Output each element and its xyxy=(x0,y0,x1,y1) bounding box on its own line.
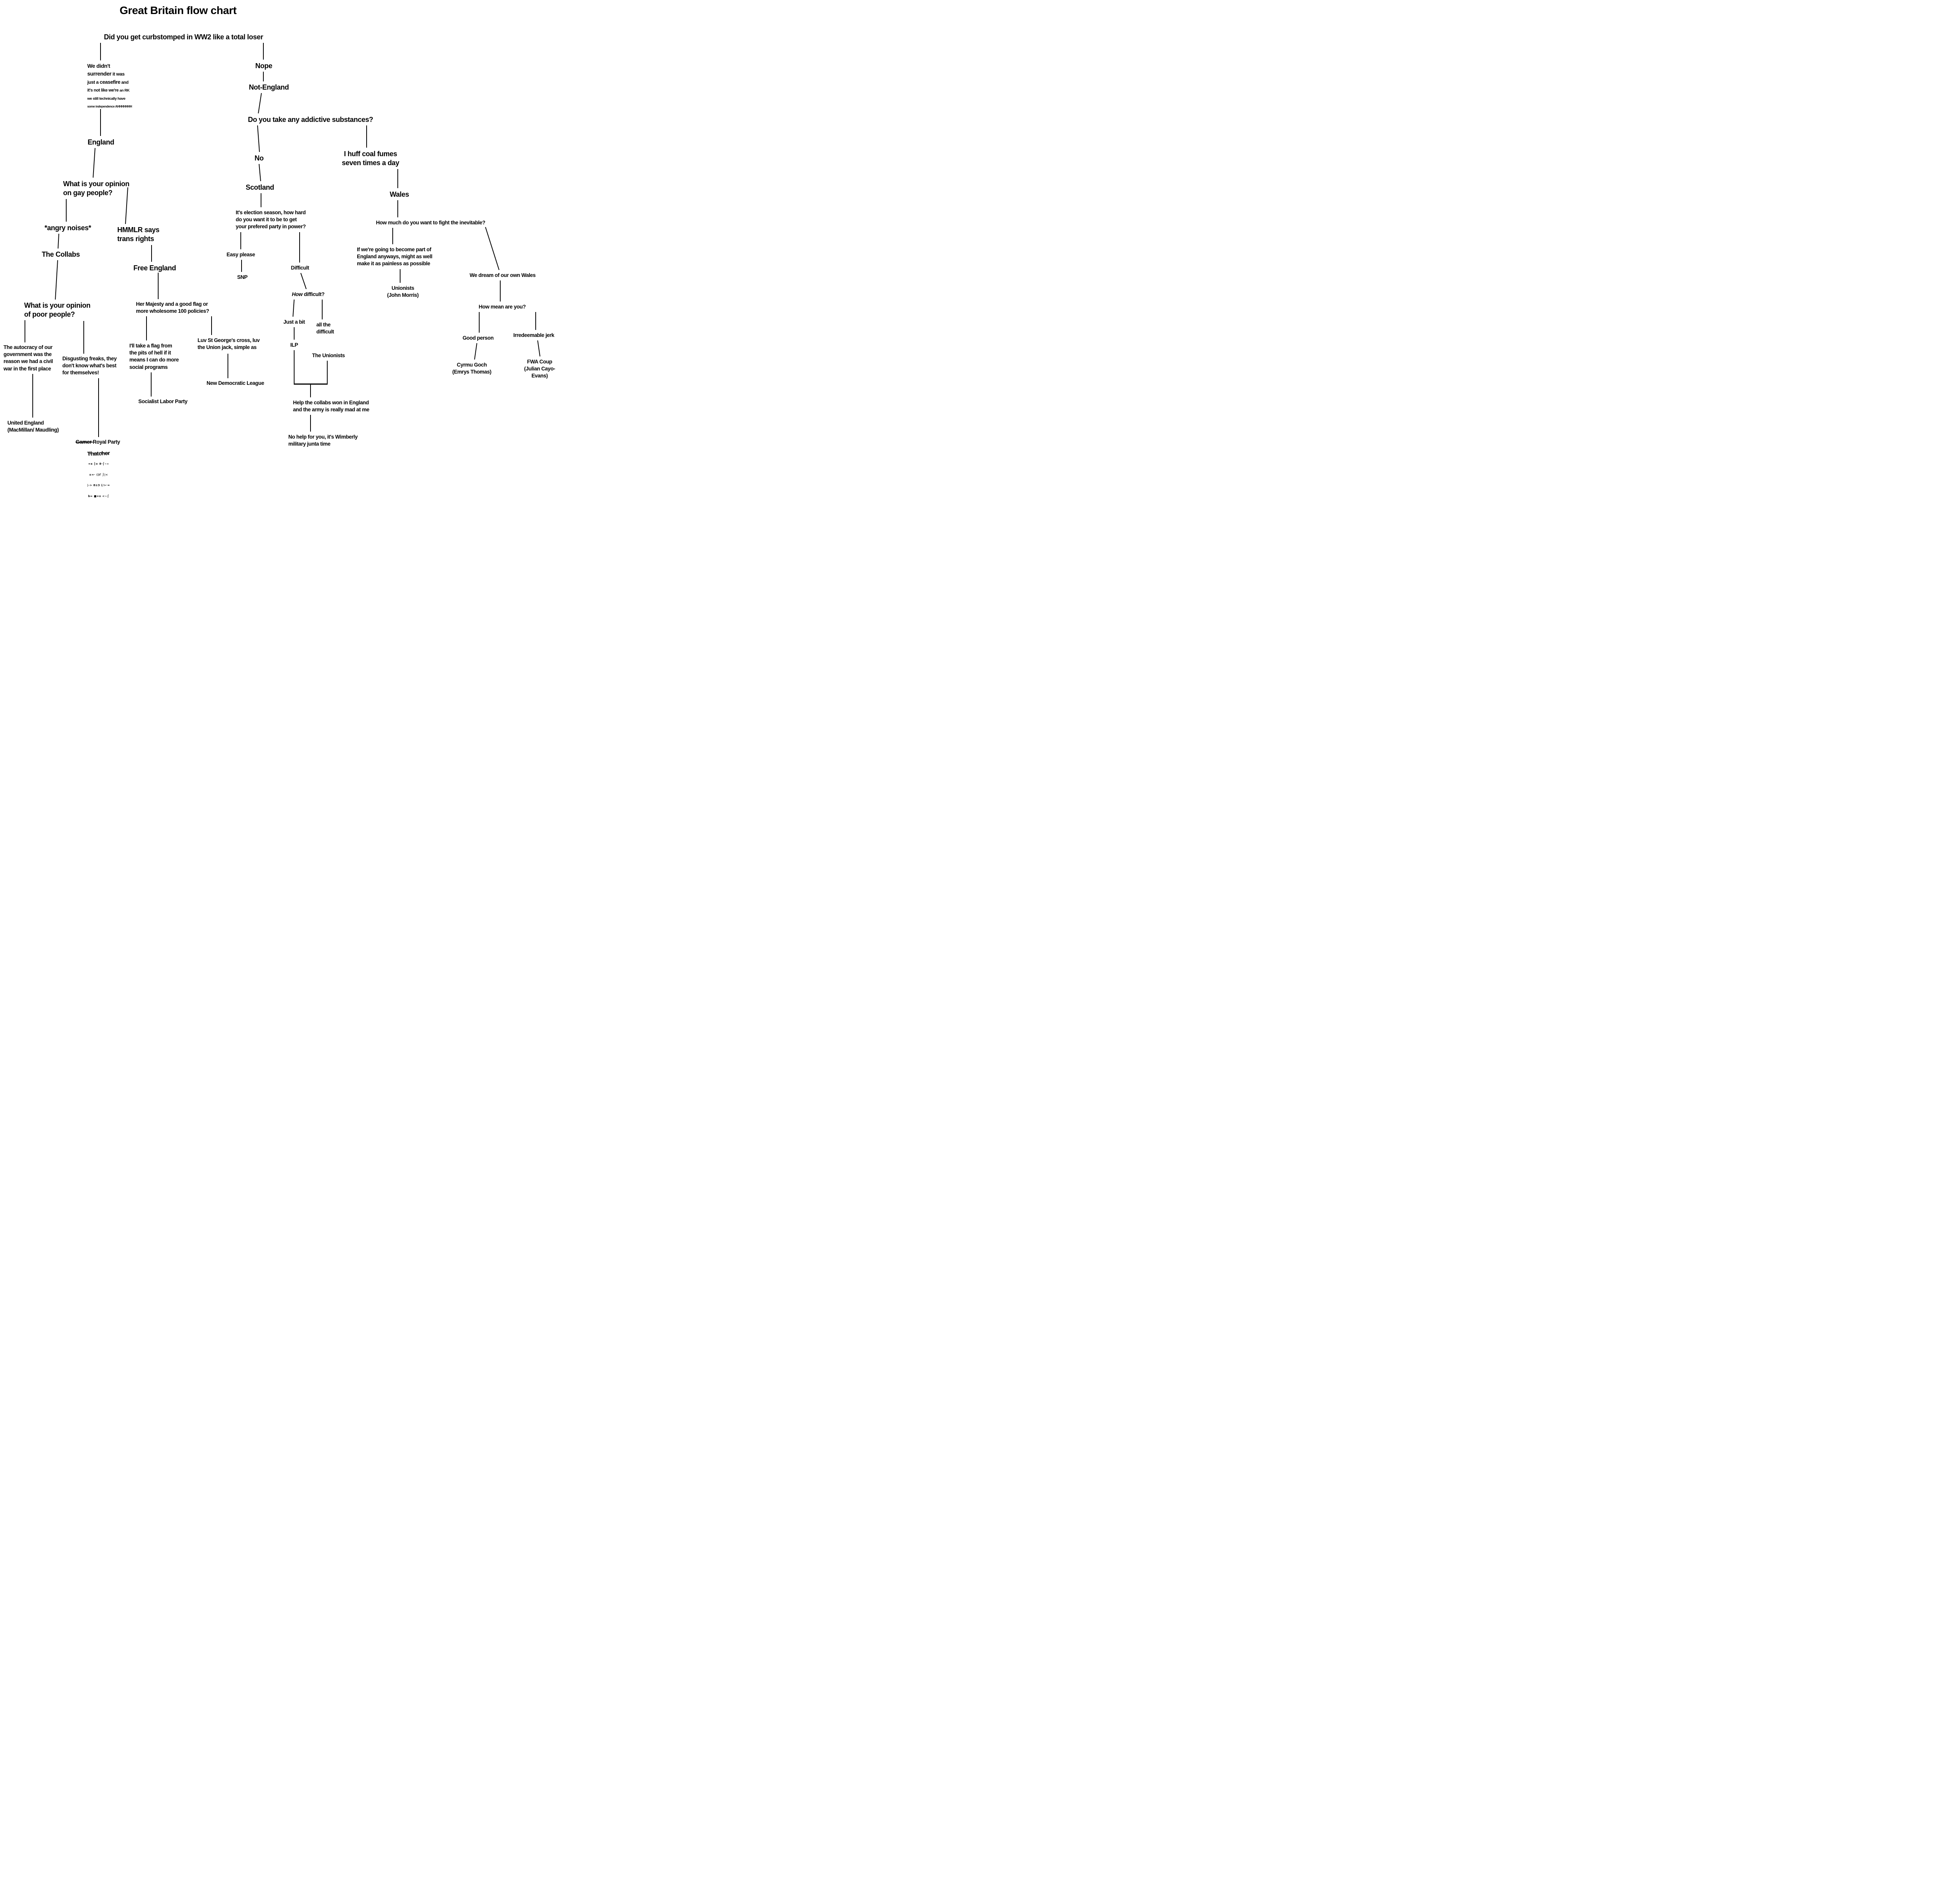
node-q-painless: If we're going to become part of England… xyxy=(357,247,432,267)
thatcher-label: Thatcher xyxy=(87,450,110,458)
node-gamer-royal-party: Gamer Royal Party xyxy=(76,439,120,446)
node-unionists-morris: Unionists (John Morris) xyxy=(387,285,419,298)
node-her-majesty: Her Majesty and a good flag or more whol… xyxy=(136,301,209,314)
node-united-england: United England (MacMillan/ Maudling) xyxy=(7,420,59,433)
node-flag-from-hell: I'll take a flag from the pits of hell i… xyxy=(129,343,179,370)
flow-chart-canvas: { "title": "Great Britain flow chart", "… xyxy=(0,0,577,498)
node-good-person: Good person xyxy=(462,335,494,341)
node-q-poor: What is your opinion of poor people? xyxy=(24,301,90,319)
node-cyrmu-goch: Cyrmu Goch (Emrys Thomas) xyxy=(452,362,492,375)
node-irredeemable-jerk: Irredeemable jerk xyxy=(513,332,554,338)
thatcher-scribble: ╔ó =x ⌐Γ<|≡ =x ║≡ 8·⌠~« ≡=· ()Γ ⌡|< |-> … xyxy=(80,445,117,498)
node-dream-wales: We dream of our own Wales xyxy=(469,272,536,278)
node-difficult: Difficult xyxy=(291,265,309,271)
node-q-substances: Do you take any addictive substances? xyxy=(248,116,373,123)
node-no: No xyxy=(254,154,264,162)
node-hmmlr: HMMLR says trans rights xyxy=(117,226,160,243)
scribble-row: b≈ ■=x <~⌠ xyxy=(88,494,109,498)
ceasefire-part-1: We didn't surrender xyxy=(87,63,111,77)
node-all-the-difficult: all the difficult xyxy=(316,322,334,335)
page-title: Great Britain flow chart xyxy=(119,4,237,16)
node-no-help-junta: No help for you, it's Wimberly military … xyxy=(288,434,358,447)
ceasefire-part-6: some independence AHHHHHHH xyxy=(87,105,132,109)
node-help-collabs: Help the collabs won in England and the … xyxy=(293,400,369,413)
node-new-democratic-league: New Democratic League xyxy=(206,380,264,386)
connector-lines xyxy=(25,43,540,437)
royal-party-rest: Royal Party xyxy=(93,439,120,445)
node-disgusting: Disgusting freaks, they don't know what'… xyxy=(62,356,117,376)
node-q-inevitable: How much do you want to fight the inevit… xyxy=(376,220,485,226)
ceasefire-part-2: it was just a xyxy=(87,71,125,85)
node-snp: SNP xyxy=(237,274,248,280)
node-not-england: Not-England xyxy=(249,83,289,91)
node-q-how-difficult: How difficult? xyxy=(292,291,325,298)
scribble-row: ╔ó =x ⌐Γ<|≡ xyxy=(88,452,109,455)
scribble-row: |-> 8≡3 (/>·= xyxy=(87,484,110,487)
node-ilp: ILP xyxy=(290,342,298,348)
node-wales: Wales xyxy=(390,190,409,198)
node-fwa-coup: FWA Coup (Julian Cayo-Evans) xyxy=(524,359,555,379)
node-angry-noises: *angry noises* xyxy=(44,224,91,232)
node-q-ww2: Did you get curbstomped in WW2 like a to… xyxy=(104,33,263,41)
node-autocracy: The autocracy of our government was the … xyxy=(4,344,53,372)
ceasefire-part-3: ceasefire xyxy=(99,79,120,85)
node-ceasefire: We didn't surrender it was just a ceasef… xyxy=(87,62,132,110)
node-luv-st-george: Luv St George's cross, luv the Union jac… xyxy=(198,337,260,351)
scribble-row: ≡=· ()Γ ⌡|< xyxy=(89,473,108,476)
node-easy-please: Easy please xyxy=(226,252,255,257)
scribble-row: =x ║≡ 8·⌠~« xyxy=(88,462,109,466)
how-italic: How xyxy=(292,291,303,297)
ceasefire-part-4: and it's not like we're xyxy=(87,80,129,93)
node-the-unionists: The Unionists xyxy=(312,353,345,358)
node-free-england: Free England xyxy=(133,264,176,272)
gamer-strikethrough: Gamer xyxy=(76,439,93,445)
node-q-mean: How mean are you? xyxy=(478,304,526,310)
node-the-collabs: The Collabs xyxy=(42,250,80,258)
how-difficult-rest: difficult? xyxy=(302,291,325,297)
node-scotland: Scotland xyxy=(245,183,274,191)
ceasefire-part-5: an RK we still technically have xyxy=(87,88,130,101)
node-q-election: It's election season, how hard do you wa… xyxy=(236,210,306,230)
node-england: England xyxy=(87,138,115,146)
node-q-gay: What is your opinion on gay people? xyxy=(63,180,129,197)
node-coal-fumes: I huff coal fumes seven times a day xyxy=(342,150,399,167)
node-nope: Nope xyxy=(255,62,272,70)
node-socialist-labor-party: Socialist Labor Party xyxy=(138,398,187,404)
node-just-a-bit: Just a bit xyxy=(283,319,305,325)
